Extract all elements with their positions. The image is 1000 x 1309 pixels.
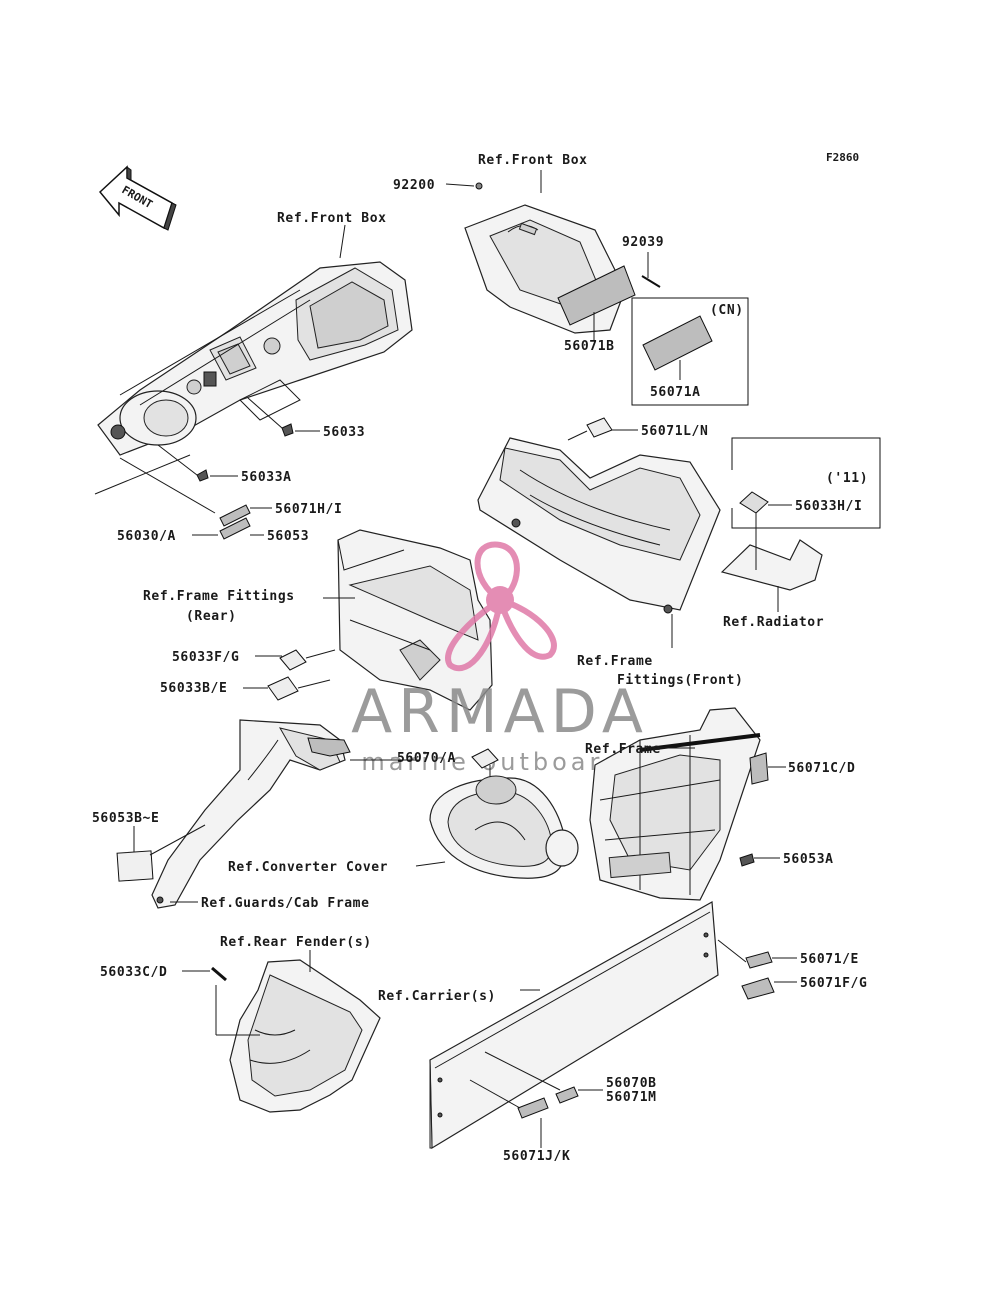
- label-56033HI: 56033H/I: [795, 499, 862, 514]
- label-92200: 92200: [393, 178, 435, 193]
- armada-watermark: ARMADA marine outboards: [351, 541, 649, 776]
- frame-fittings-front: [477, 437, 721, 614]
- label-56033CD: 56033C/D: [100, 965, 167, 980]
- decal-56033HI: [739, 491, 769, 514]
- armada-logo-icon: [445, 541, 557, 672]
- label-56053BE: 56053B~E: [92, 811, 159, 826]
- main-frame: [589, 707, 761, 901]
- label-ref-guards-cab-frame: Ref.Guards/Cab Frame: [201, 896, 370, 911]
- watermark-tagline: marine outboards: [361, 748, 638, 776]
- decal-56071HI: [219, 504, 251, 527]
- decal-56071LN: [586, 417, 613, 438]
- label-56071HI: 56071H/I: [275, 502, 342, 517]
- label-ref-carriers: Ref.Carrier(s): [378, 989, 496, 1004]
- decal-56033FG: [279, 649, 307, 671]
- decal-56070B: [555, 1086, 579, 1104]
- dashboard-assembly: [97, 261, 413, 456]
- label-ref-frame-fittings-front-1: Ref.Frame: [577, 654, 653, 669]
- label-56071LN: 56071L/N: [641, 424, 708, 439]
- label-ref-converter-cover: Ref.Converter Cover: [228, 860, 388, 875]
- carrier-panel: [429, 901, 719, 1150]
- label-56053A: 56053A: [783, 852, 834, 867]
- label-ref-radiator: Ref.Radiator: [723, 615, 824, 630]
- label-56053: 56053: [267, 529, 309, 544]
- label-56033A: 56033A: [241, 470, 292, 485]
- label-56070B: 56070B: [606, 1076, 657, 1091]
- guard-bracket: [307, 737, 351, 757]
- label-56030A: 56030/A: [117, 529, 176, 544]
- label-56070A: 56070/A: [397, 751, 456, 766]
- front-box-lid: [464, 204, 626, 334]
- decal-56071E: [745, 951, 773, 969]
- decal-56071FG: [741, 977, 775, 1000]
- label-ref-frame-fittings-rear-1: Ref.Frame Fittings: [143, 589, 295, 604]
- cn-tag: (CN): [710, 303, 744, 318]
- clip-92200: [475, 182, 483, 190]
- decal-56053: [219, 517, 251, 540]
- label-56071M: 56071M: [606, 1090, 657, 1105]
- decal-56033BE: [267, 676, 299, 701]
- label-56071E: 56071/E: [800, 952, 859, 967]
- rear-fender: [229, 959, 381, 1113]
- converter-cover: [429, 775, 579, 879]
- label-56033FG: 56033F/G: [172, 650, 239, 665]
- decal-56071B: [557, 265, 636, 326]
- y11-callout-box: [731, 437, 881, 529]
- decal-56033A: [196, 469, 209, 482]
- label-56071FG: 56071F/G: [800, 976, 867, 991]
- label-56071A: 56071A: [650, 385, 701, 400]
- label-56071CD: 56071C/D: [788, 761, 855, 776]
- decal-56071A: [642, 315, 713, 371]
- decal-56033: [281, 423, 294, 437]
- figure-code: F2860: [826, 151, 859, 164]
- decal-56053BE: [116, 850, 154, 882]
- label-ref-frame: Ref.Frame: [585, 742, 661, 757]
- cn-callout-box: [631, 297, 749, 406]
- label-56033: 56033: [323, 425, 365, 440]
- y11-tag: ('11): [826, 471, 868, 486]
- label-56033BE: 56033B/E: [160, 681, 227, 696]
- decal-56070A: [471, 748, 499, 769]
- label-ref-front-box-left: Ref.Front Box: [277, 211, 387, 226]
- rivet-92039: [641, 275, 661, 288]
- label-ref-front-box-top: Ref.Front Box: [478, 153, 588, 168]
- decal-56071CD: [749, 752, 769, 785]
- decal-56033CD: [211, 966, 227, 982]
- decal-56053A: [739, 853, 755, 867]
- label-56071B: 56071B: [564, 339, 615, 354]
- label-56071JK: 56071J/K: [503, 1149, 570, 1164]
- label-ref-frame-fittings-front-2: Fittings(Front): [617, 673, 743, 688]
- label-92039: 92039: [622, 235, 664, 250]
- radiator-bracket: [720, 513, 823, 591]
- front-arrow-icon: FRONT: [98, 165, 177, 231]
- decal-56071JK: [517, 1097, 549, 1119]
- label-ref-rear-fenders: Ref.Rear Fender(s): [220, 935, 372, 950]
- label-ref-frame-fittings-rear-2: (Rear): [186, 609, 237, 624]
- watermark-brand: ARMADA: [351, 677, 649, 747]
